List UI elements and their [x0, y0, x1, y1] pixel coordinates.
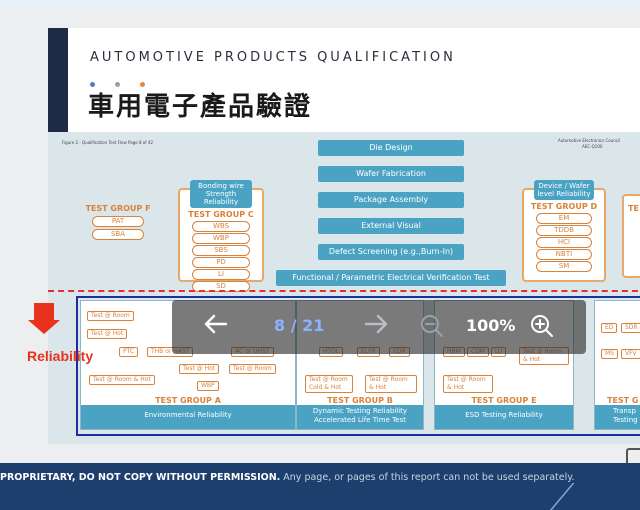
group-d-title: TEST GROUP D: [530, 202, 598, 211]
reliability-highlight-box: [76, 296, 640, 436]
dot-orange: [140, 82, 145, 87]
group-d-head: Device / Wafer level Reliability: [534, 180, 594, 200]
group-c-title: TEST GROUP C: [188, 210, 254, 219]
footer-decoration: [547, 483, 615, 510]
panel-test-group-a: Test @ Room Test @ Hot PTC THB or HAST A…: [80, 300, 296, 430]
panel-a-pill: PTC: [119, 347, 139, 357]
panel-e-title: TEST GROUP E: [471, 396, 537, 405]
panel-b-foot1: Dynamic Testing Reliability: [312, 407, 408, 415]
figure-source-line1: Automotive Electronics Council: [558, 138, 621, 143]
zoom-level: 100%: [466, 316, 516, 335]
dot-blue: [90, 82, 95, 87]
presentation-slide: AUTOMOTIVE PRODUCTS QUALIFICATION 車用電子產品…: [48, 28, 640, 444]
flow-defect-screening: Defect Screening (e.g.,Burn-In): [318, 244, 464, 260]
next-page-button[interactable]: [362, 310, 390, 346]
zoom-in-icon: [531, 315, 553, 337]
panel-a-pill: WBP: [197, 381, 219, 391]
panel-b-title: TEST GROUP B: [327, 396, 393, 405]
previous-page-button[interactable]: [202, 310, 230, 346]
panel-right-pill: ED: [601, 323, 618, 333]
figure-source-line2: AEC-Q100: [582, 144, 603, 149]
test-group-f: TEST GROUP F PAT SBA: [78, 204, 158, 242]
group-d-item: TDDB: [536, 225, 592, 236]
reliability-divider: [48, 290, 640, 292]
group-partial-title: TE: [628, 204, 639, 213]
group-f-title: TEST GROUP F: [85, 204, 151, 213]
page-indicator: 8 / 21: [274, 316, 325, 335]
panel-e-footer: ESD Testing Reliability: [435, 405, 573, 429]
group-f-item: PAT: [92, 216, 144, 227]
footer-bold-notice: PROPRIETARY, DO NOT COPY WITHOUT PERMISS…: [0, 472, 281, 483]
panel-e-foot-text: ESD Testing Reliability: [465, 411, 543, 419]
reliability-label: Reliability: [27, 348, 94, 364]
flow-package-assembly: Package Assembly: [318, 192, 464, 208]
group-d-item: SM: [536, 261, 592, 272]
panel-e-pill: Test @ Room & Hot: [443, 375, 493, 393]
panel-a-pill: Test @ Hot: [87, 329, 128, 339]
panel-right-pill: MS: [601, 349, 618, 359]
flow-die-design: Die Design: [318, 140, 464, 156]
title-dots: [90, 72, 165, 91]
panel-right-foot2: Testing R: [613, 416, 640, 424]
viewer-toolbar: 8 / 21 100%: [172, 300, 586, 354]
zoom-in-button[interactable]: [530, 314, 554, 338]
group-c-item: PD: [192, 257, 250, 268]
figure-caption: Figure 2 - Qualification Test Flow Page …: [62, 140, 154, 145]
footer-notice-text: Any page, or pages of this report can no…: [280, 472, 575, 483]
group-c-item: WBS: [192, 221, 250, 232]
test-group-c: Bonding wire Strength Reliability TEST G…: [178, 180, 264, 292]
flow-wafer-fabrication: Wafer Fabrication: [318, 166, 464, 182]
group-d-item: EM: [536, 213, 592, 224]
slide-subtitle: 車用電子產品驗證: [88, 92, 313, 122]
panel-a-pill: Test @ Room: [87, 311, 134, 321]
group-d-item: HCI: [536, 237, 592, 248]
panel-b-foot2: Accelerated Life Time Test: [314, 416, 406, 424]
slide-accent-bar: [48, 28, 68, 132]
zoom-out-button[interactable]: [420, 314, 443, 337]
group-c-head: Bonding wire Strength Reliability: [190, 180, 252, 208]
dot-gray: [115, 82, 120, 87]
panel-right-title: TEST G: [607, 396, 639, 405]
slide-title: AUTOMOTIVE PRODUCTS QUALIFICATION: [90, 50, 456, 65]
group-f-item: SBA: [92, 229, 144, 240]
panel-b-pill: Test @ Room Cold & Hot: [305, 375, 353, 393]
panel-right-foot1: Transp: [613, 407, 636, 415]
panel-a-pill: Test @ Room: [229, 364, 276, 374]
zoom-out-icon: [421, 315, 443, 337]
arrow-right-icon: [364, 314, 388, 334]
panel-b-pill: Test @ Room & Hot: [365, 375, 417, 393]
group-c-item: LI: [192, 269, 250, 280]
flow-external-visual: External Visual: [318, 218, 464, 234]
reliability-arrow-tip: [28, 320, 60, 334]
reliability-arrow-icon: [34, 303, 54, 321]
group-d-item: NBTI: [536, 249, 592, 260]
flow-functional-verification: Functional / Parametric Electrical Verif…: [276, 270, 506, 286]
group-c-item: WBP: [192, 233, 250, 244]
panel-a-pill: Test @ Hot: [179, 364, 220, 374]
arrow-left-icon: [204, 314, 228, 334]
panel-right-pill: SDR: [621, 323, 640, 333]
panel-a-pill: Test @ Room & Hot: [89, 375, 155, 385]
group-c-item: SBS: [192, 245, 250, 256]
test-group-partial: TE: [622, 194, 640, 278]
panel-a-title: TEST GROUP A: [155, 396, 221, 405]
test-group-d: Device / Wafer level Reliability TEST GR…: [522, 180, 606, 282]
panel-a-foot-text: Environmental Reliability: [144, 411, 232, 419]
footer-banner: PROPRIETARY, DO NOT COPY WITHOUT PERMISS…: [0, 463, 640, 510]
top-bar: [0, 0, 640, 10]
footer-notice: PROPRIETARY, DO NOT COPY WITHOUT PERMISS…: [0, 472, 575, 483]
panel-a-footer: Environmental Reliability: [81, 405, 295, 429]
